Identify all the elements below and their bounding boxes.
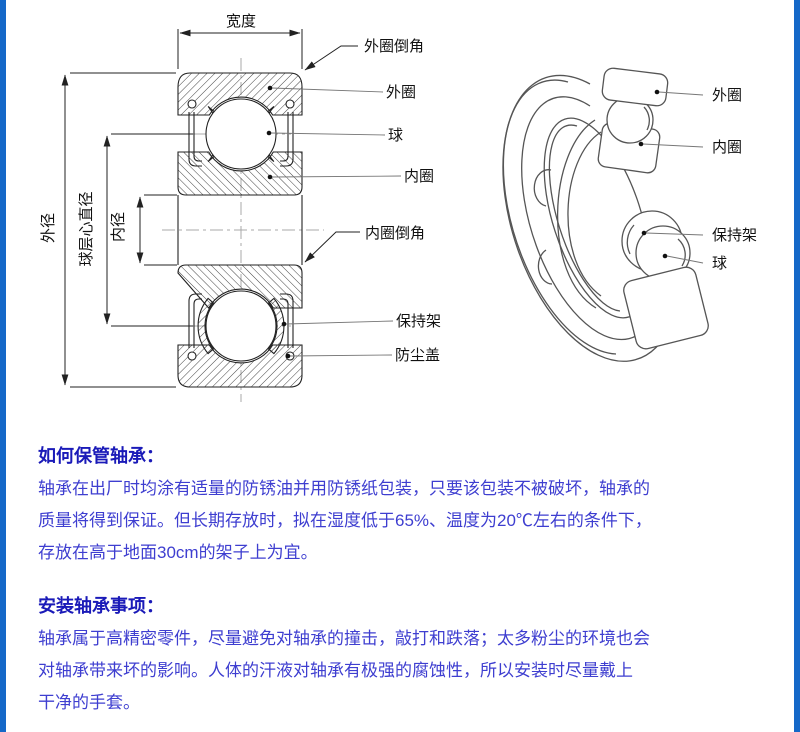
label-ball: 球 [388, 127, 403, 144]
iso-label-cage: 保持架 [712, 227, 757, 244]
iso-label-inner-ring: 内圈 [712, 139, 742, 156]
inner-ring-bottom [177, 264, 303, 309]
label-cage: 保持架 [396, 313, 441, 330]
storage-section-title: 如何保管轴承： [38, 446, 164, 466]
label-outer-ring-chamfer: 外圈倒角 [364, 38, 424, 55]
dim-pitch-diameter-lines [103, 133, 193, 327]
dim-outer-diameter-label: 外径 [40, 213, 57, 243]
installation-line: 干净的手套。 [38, 693, 140, 712]
outer-ring-bottom [177, 344, 303, 388]
storage-line: 轴承在出厂时均涂有适量的防锈油并用防锈纸包装，只要该包装不被破坏，轴承的 [38, 479, 650, 498]
installation-section-body: 轴承属于高精密零件，尽量避免对轴承的撞击，敲打和跌落；太多粉尘的环境也会 对轴承… [38, 623, 764, 719]
dim-outer-diameter-lines [61, 72, 176, 388]
bore-side-faces [177, 195, 303, 265]
iso-figure: 外圈 内圈 保持架 球 [502, 67, 757, 362]
bearing-bottom-section [177, 264, 303, 388]
leader-dots [266, 85, 291, 359]
iso-ring-body [502, 74, 674, 362]
ball-top [205, 98, 277, 170]
iso-label-ball: 球 [712, 255, 727, 272]
iso-outer-ring-cap [601, 67, 669, 107]
dim-width-lines [177, 29, 303, 69]
dim-bore-diameter-lines [136, 194, 177, 266]
storage-section: 如何保管轴承： 轴承在出厂时均涂有适量的防锈油并用防锈纸包装，只要该包装不被破坏… [38, 444, 764, 569]
cage-bottom-right [267, 297, 285, 355]
dust-shields-top [187, 99, 295, 167]
chamfer-leaders [304, 45, 360, 263]
ball-bottom [205, 290, 277, 362]
left-border-bar [0, 0, 6, 732]
iso-cut-parts [597, 67, 709, 350]
storage-section-body: 轴承在出厂时均涂有适量的防锈油并用防锈纸包装，只要该包装不被破坏，轴承的 质量将… [38, 473, 764, 569]
storage-line: 存放在高于地面30cm的架子上为宜。 [38, 543, 318, 562]
installation-section: 安装轴承事项： 轴承属于高精密零件，尽量避免对轴承的撞击，敲打和跌落；太多粉尘的… [38, 594, 764, 719]
label-inner-ring: 内圈 [404, 168, 434, 185]
dim-width-label: 宽度 [226, 13, 256, 30]
storage-line: 质量将得到保证。但长期存放时，拟在湿度低于65%、温度为20℃左右的条件下， [38, 511, 652, 530]
label-dust-cover: 防尘盖 [395, 347, 440, 364]
installation-line: 轴承属于高精密零件，尽量避免对轴承的撞击，敲打和跌落；太多粉尘的环境也会 [38, 629, 650, 648]
iso-leader-dots [638, 89, 668, 259]
cross-section-leaders [270, 87, 402, 357]
bearing-top-section [177, 72, 303, 196]
iso-label-outer-ring: 外圈 [712, 87, 742, 104]
iso-leaders [642, 91, 704, 264]
installation-line: 对轴承带来坏的影响。人体的汗液对轴承有极强的腐蚀性，所以安装时尽量戴上 [38, 661, 633, 680]
right-border-bar [794, 0, 800, 732]
label-inner-ring-chamfer: 内圈倒角 [365, 225, 425, 242]
dim-bore-diameter-label: 内径 [110, 212, 127, 242]
outer-ring-top [177, 72, 303, 116]
cage-bottom-left [197, 297, 215, 355]
bearing-diagrams: 宽度 外径 球层心直径 内径 [40, 13, 757, 402]
iso-outer-ring-segment [623, 266, 709, 350]
cross-section-figure: 宽度 外径 球层心直径 内径 [40, 13, 441, 402]
inner-ring-top [177, 151, 303, 196]
installation-section-title: 安装轴承事项： [38, 596, 164, 616]
dim-pitch-diameter-label: 球层心直径 [78, 191, 95, 266]
label-outer-ring: 外圈 [386, 84, 416, 101]
